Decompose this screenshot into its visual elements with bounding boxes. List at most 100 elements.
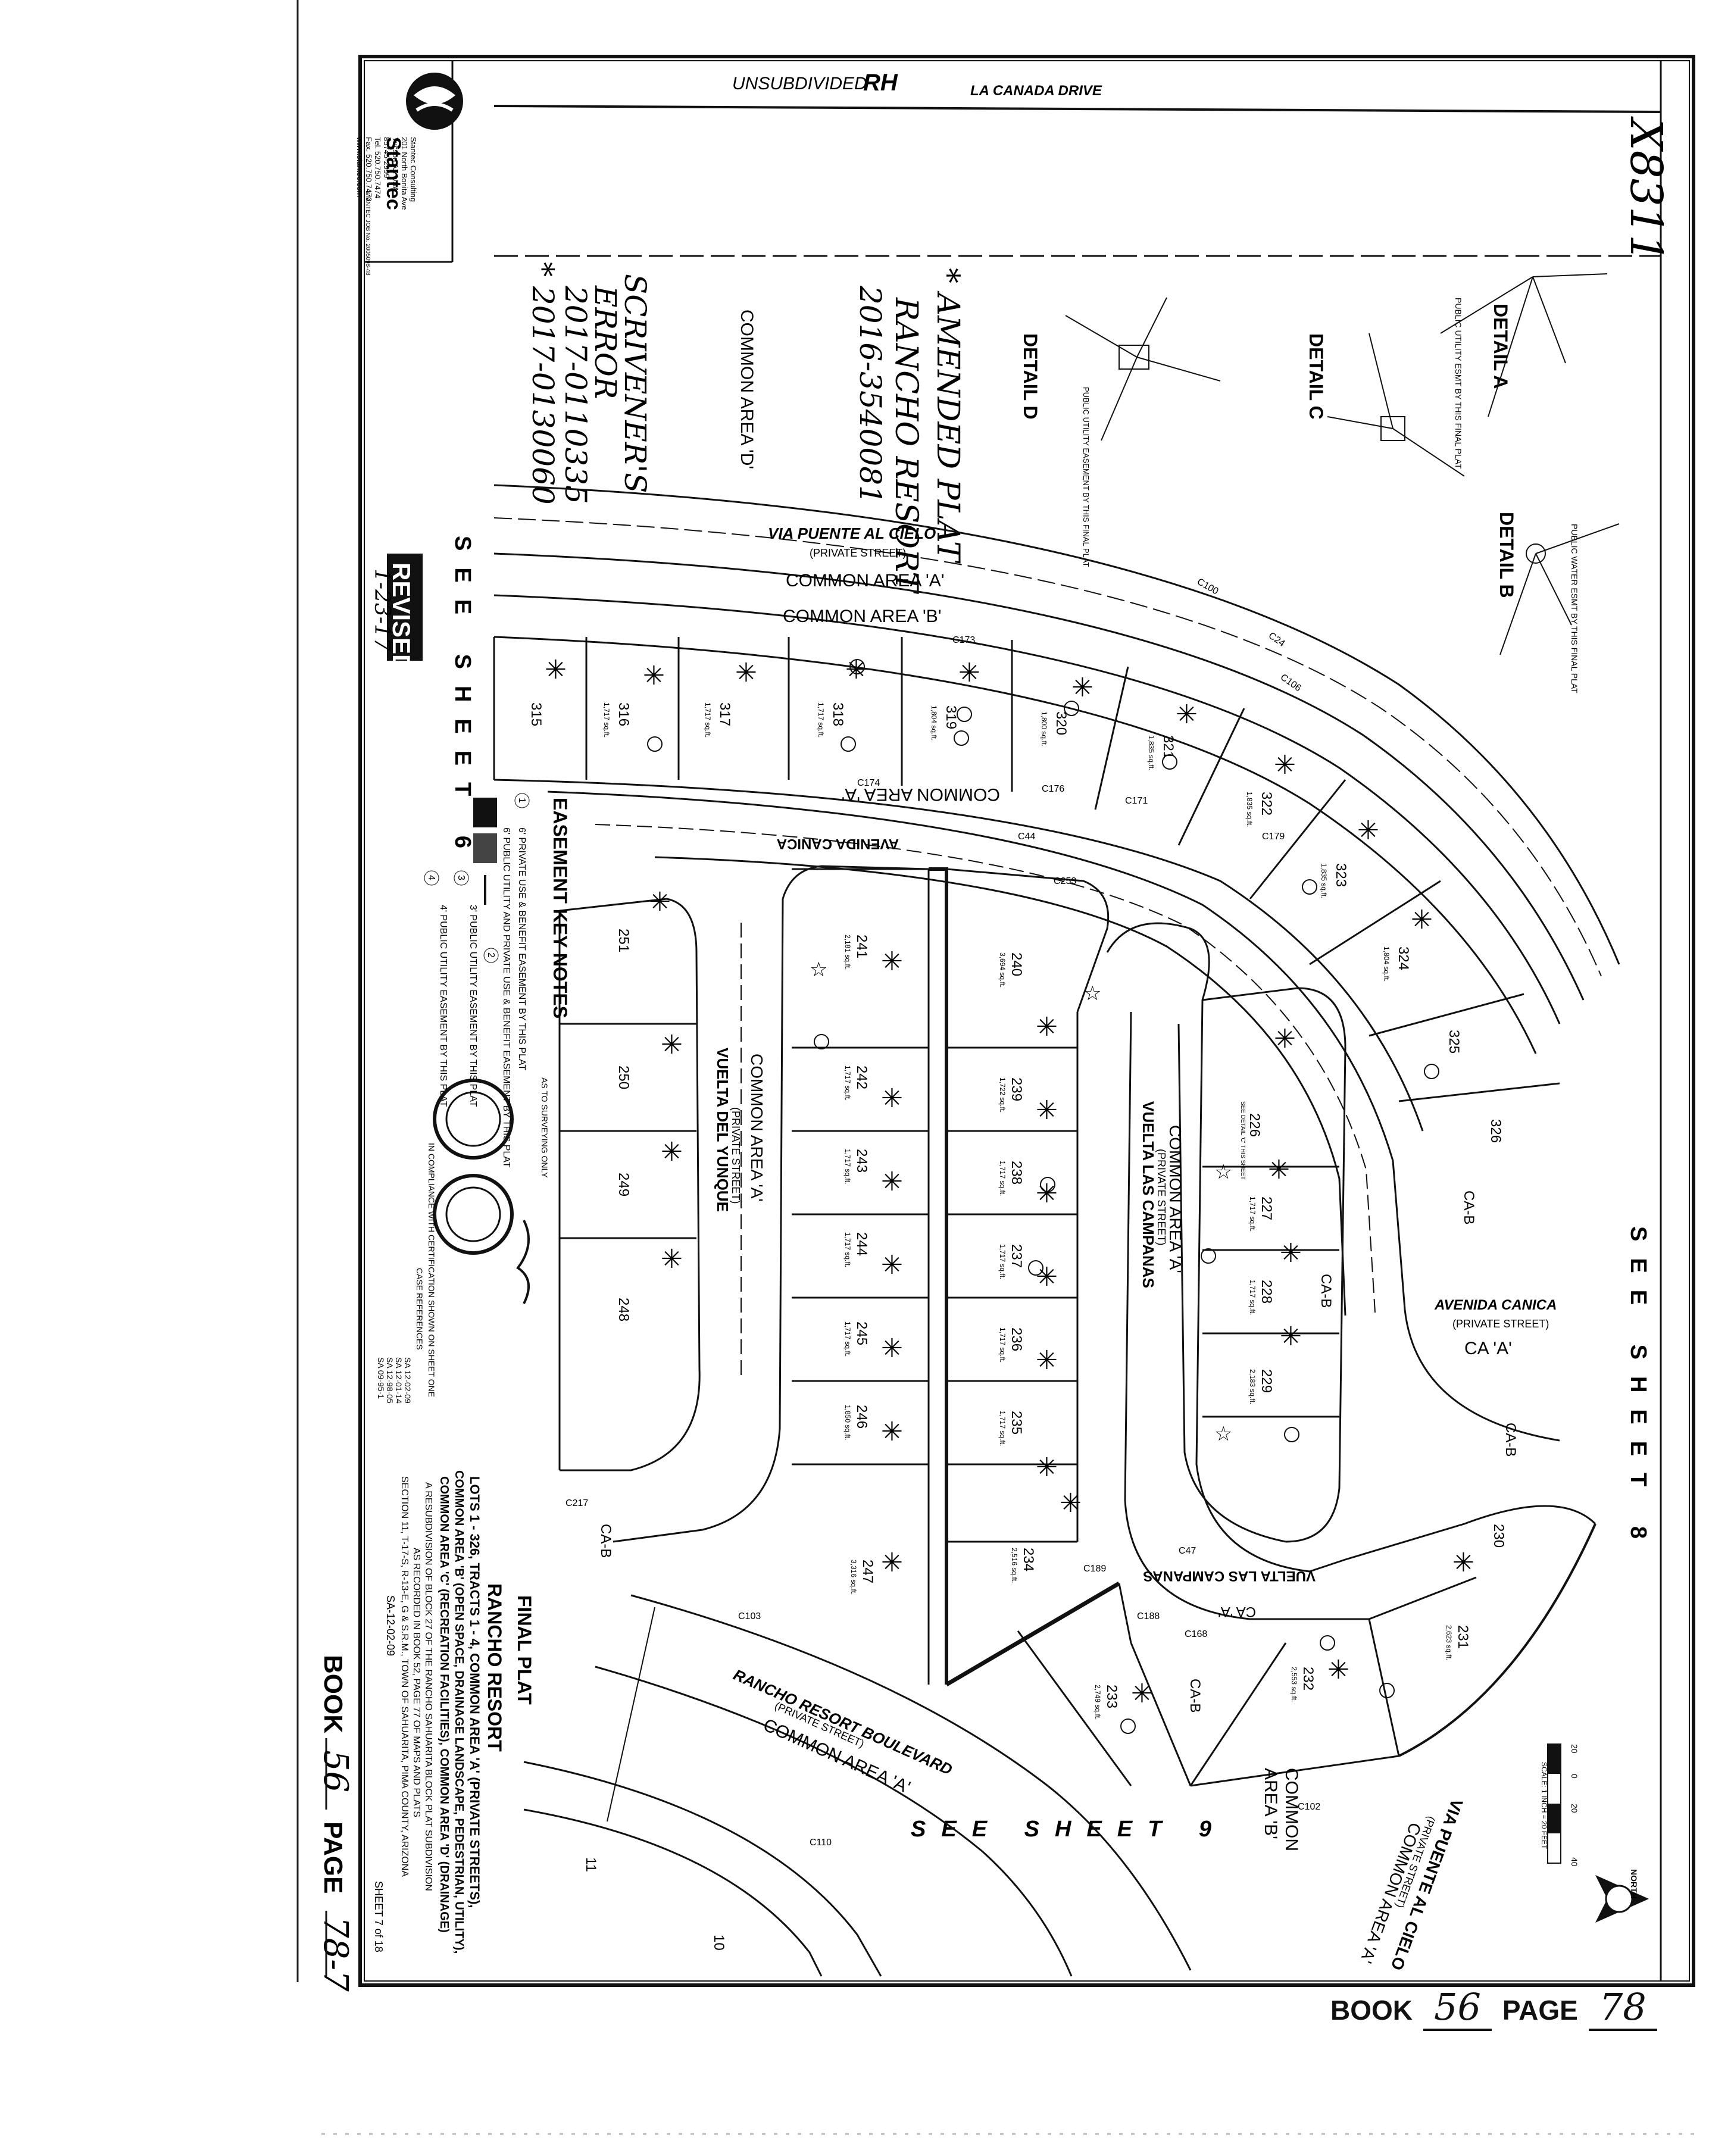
- lot-area: 2,553 sq.ft.: [1290, 1667, 1298, 1702]
- common-area-b-bottom-2: AREA 'B': [1261, 1768, 1280, 1839]
- lot-number: 234: [1020, 1548, 1036, 1571]
- easement-key: 4: [426, 875, 436, 880]
- lot-area: 1,717 sq.ft.: [843, 1232, 852, 1267]
- ca-a-right: CA 'A': [1464, 1339, 1512, 1358]
- lot-number: 316: [616, 702, 632, 726]
- book-no-rotated: 56: [316, 1750, 355, 1792]
- svg-text:✳: ✳: [735, 658, 757, 688]
- svg-text:✳: ✳: [1060, 1488, 1082, 1518]
- scale-tick: 20: [1570, 1804, 1579, 1813]
- lot-area: 1,717 sq.ft.: [998, 1161, 1007, 1196]
- lot-number: 247: [860, 1560, 876, 1583]
- svg-text:✳: ✳: [1274, 1024, 1296, 1054]
- svg-text:✳: ✳: [1071, 673, 1093, 703]
- lot-area: 1,717 sq.ft.: [998, 1327, 1007, 1363]
- center-block-lines: [792, 867, 1120, 1687]
- final-plat: FINAL PLAT: [514, 1595, 535, 1705]
- ca-b-3: CA-B: [1502, 1423, 1519, 1457]
- plat-sheet-no: SHEET 7 of 18: [373, 1881, 385, 1952]
- signature-scribble: [516, 1220, 530, 1304]
- see-sheet-bottom: SEE SHEET 9: [911, 1817, 1227, 1842]
- svg-text:✳: ✳: [1036, 1095, 1058, 1126]
- svg-text:✳: ✳: [661, 1030, 683, 1060]
- avenida-canica-upper: AVENIDA CANICA: [777, 836, 899, 852]
- easement-text: 6' PUBLIC UTILITY AND PRIVATE USE & BENE…: [501, 827, 511, 1168]
- lot-area: 3,694 sq.ft.: [998, 952, 1007, 988]
- case-ref: SA 12-02-09: [403, 1357, 413, 1404]
- company-line: www.stantec.com: [355, 136, 364, 197]
- easement-notes-title: EASEMENT KEY NOTES: [549, 798, 571, 1018]
- lot-number: 246: [854, 1405, 870, 1429]
- common-area-b-top: COMMON AREA 'B': [783, 607, 942, 626]
- lot-area: 1,835 sq.ft.: [1245, 792, 1254, 827]
- star-symbols: ☆☆☆☆: [810, 958, 1232, 1446]
- book-label: BOOK: [1330, 1995, 1413, 2026]
- curve-label: C173: [952, 635, 975, 645]
- svg-text:✳: ✳: [1131, 1679, 1153, 1709]
- lot-number: 251: [616, 929, 632, 952]
- vuelta-del-yunque-private: (PRIVATE STREET): [730, 1107, 742, 1204]
- book-label-rotated: BOOK: [318, 1655, 348, 1733]
- svg-text:✳: ✳: [1036, 1262, 1058, 1292]
- company-line: Tucson AZ USA: [391, 137, 400, 192]
- lot-area: 1,835 sq.ft.: [1320, 863, 1328, 898]
- lot-number: 238: [1008, 1161, 1024, 1185]
- svg-text:✳: ✳: [649, 887, 671, 917]
- detail-a-lines: [1440, 273, 1608, 417]
- error-note: ERROR: [588, 285, 623, 399]
- lot-area: 3,316 sq.ft.: [849, 1560, 858, 1595]
- lot-number: 315: [528, 702, 544, 726]
- lot-number: 242: [854, 1065, 870, 1089]
- scale-tick: 40: [1570, 1857, 1579, 1867]
- lot-number: 318: [830, 702, 846, 726]
- detail-b-lines: [1499, 523, 1620, 655]
- curve-label: C110: [810, 1838, 832, 1848]
- common-area-a-campanas: COMMON AREA 'A': [1166, 1125, 1185, 1273]
- detail-c-title: DETAIL C: [1305, 333, 1327, 420]
- surveying-only: AS TO SURVEYING ONLY: [540, 1077, 549, 1178]
- curve-label: C168: [1185, 1629, 1207, 1639]
- lot-area: 1,717 sq.ft.: [843, 1065, 852, 1101]
- lot-area: 1,717 sq.ft.: [1248, 1196, 1257, 1232]
- common-area-a-top: COMMON AREA 'A': [786, 571, 945, 590]
- engineer-seal-icon: [433, 1174, 514, 1255]
- company-name: Stantec: [382, 137, 405, 210]
- la-canada-centerline: [493, 105, 1661, 113]
- book-number: 56: [1423, 1985, 1492, 2031]
- lot-number: 232: [1300, 1667, 1316, 1691]
- curve-label: C24: [1267, 630, 1287, 649]
- lot-number: 233: [1104, 1685, 1120, 1708]
- vuelta-del-yunque-lines: [558, 865, 929, 1543]
- revised-date: 1-23-17: [370, 568, 394, 651]
- error-record-no1: 2017-0110335: [558, 285, 593, 504]
- amended-record-no: 2016-3540081: [853, 285, 888, 504]
- detail-d-title: DETAIL D: [1020, 333, 1041, 420]
- via-puente-private: (PRIVATE STREET): [810, 547, 906, 559]
- easement-text: 4' PUBLIC UTILITY EASEMENT BY THIS PLAT: [438, 905, 448, 1107]
- plat-case: SA-12-02-09: [385, 1595, 396, 1656]
- vuelta-las-campanas-lines: [1106, 922, 1369, 1620]
- scale-text: SCALE: 1 INCH = 20 FEET: [1540, 1762, 1548, 1849]
- easement-key: 2: [486, 952, 496, 958]
- svg-text:✳: ✳: [1176, 699, 1198, 730]
- company-line: Fax. 520.750.7470: [364, 137, 373, 201]
- revised-label: REVISED: [388, 563, 415, 672]
- book-page-footer: BOOK 56 PAGE 78: [1330, 1985, 1688, 2031]
- lot-number: 231: [1455, 1625, 1471, 1649]
- svg-text:✳: ✳: [1327, 1655, 1349, 1685]
- compliance-note: IN COMPLIANCE WITH CERTIFICATION SHOWN O…: [427, 1143, 436, 1397]
- curve-label: C217: [565, 1498, 588, 1508]
- curve-label: C47: [1179, 1546, 1196, 1556]
- lot-number: 245: [854, 1321, 870, 1345]
- ca-b-5: CA-B: [598, 1524, 614, 1558]
- svg-text:✳: ✳: [1036, 1452, 1058, 1483]
- svg-text:✳: ✳: [1280, 1321, 1302, 1352]
- lot-number: 227: [1258, 1196, 1274, 1220]
- curve-label: C176: [1042, 784, 1064, 794]
- curve-label: C188: [1137, 1611, 1160, 1621]
- detail-d-lines: [1065, 297, 1221, 441]
- vuelta-las-campanas-lower: VUELTA LAS CAMPANAS: [1143, 1568, 1316, 1584]
- lot-area: 2,749 sq.ft.: [1093, 1685, 1102, 1720]
- top-drive: LA CANADA DRIVE: [970, 83, 1102, 99]
